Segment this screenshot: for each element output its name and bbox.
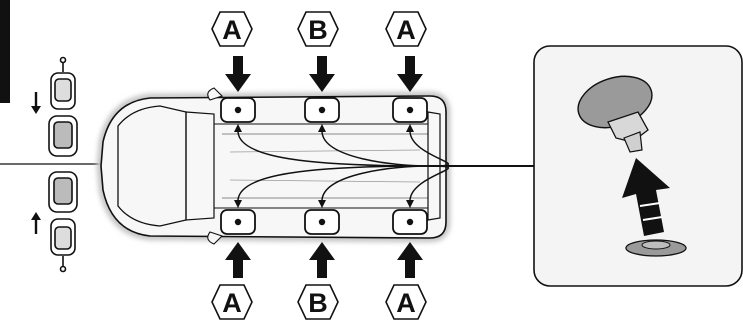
hex-label-top-3: A [385, 11, 427, 47]
jack-point-icon [304, 209, 340, 235]
arrow-down-icon [397, 56, 423, 92]
pointer-arrowhead [406, 124, 414, 132]
jack-point-icon [220, 97, 256, 123]
car-top-view [96, 87, 451, 245]
hex-label-bottom-3: A [385, 284, 427, 320]
arrow-down-icon [225, 56, 251, 92]
arrow-up-small-icon [31, 212, 41, 234]
lift-direction-arrow-icon [622, 158, 670, 236]
jack-point-icon [392, 97, 428, 123]
pointer-arrowhead [318, 124, 326, 132]
lift-arrows [225, 56, 423, 278]
hex-text-top-1: A [222, 15, 242, 45]
hex-label-bottom-2: B [297, 284, 339, 320]
hex-label-top-2: B [297, 11, 339, 47]
arrow-up-icon [309, 242, 335, 278]
page-edge-tab [0, 0, 10, 103]
hex-text-top-3: A [396, 15, 416, 45]
pointer-curve [237, 165, 431, 201]
pointer-arrowhead [318, 200, 326, 208]
arrow-up-icon [397, 242, 423, 278]
arrow-down-icon [309, 56, 335, 92]
pointer-arrowhead [406, 200, 414, 208]
hex-label-bottom-1: A [211, 284, 253, 320]
hex-text-bottom-3: A [396, 288, 416, 318]
jack-points [220, 97, 428, 235]
lower-car-icon [48, 171, 78, 273]
hex-text-bottom-1: A [222, 288, 242, 318]
arrow-down-small-icon [31, 92, 41, 114]
rubber-pad-icon [577, 75, 653, 153]
jack-point-icon [220, 209, 256, 235]
hex-label-top-1: A [211, 11, 253, 47]
wheel-rotation-diagram [0, 56, 100, 273]
detail-panel [533, 45, 743, 287]
pointer-curve [321, 165, 431, 201]
pointer-arrowhead [234, 200, 242, 208]
pointer-arrowhead [234, 124, 242, 132]
jack-point-base-icon [625, 239, 687, 257]
arrow-up-icon [225, 242, 251, 278]
hex-text-top-2: B [308, 15, 328, 45]
pointer-curve [237, 131, 431, 167]
upper-car-icon [48, 56, 78, 157]
jack-point-icon [304, 97, 340, 123]
jack-point-icon [392, 209, 428, 235]
hex-text-bottom-2: B [308, 288, 328, 318]
